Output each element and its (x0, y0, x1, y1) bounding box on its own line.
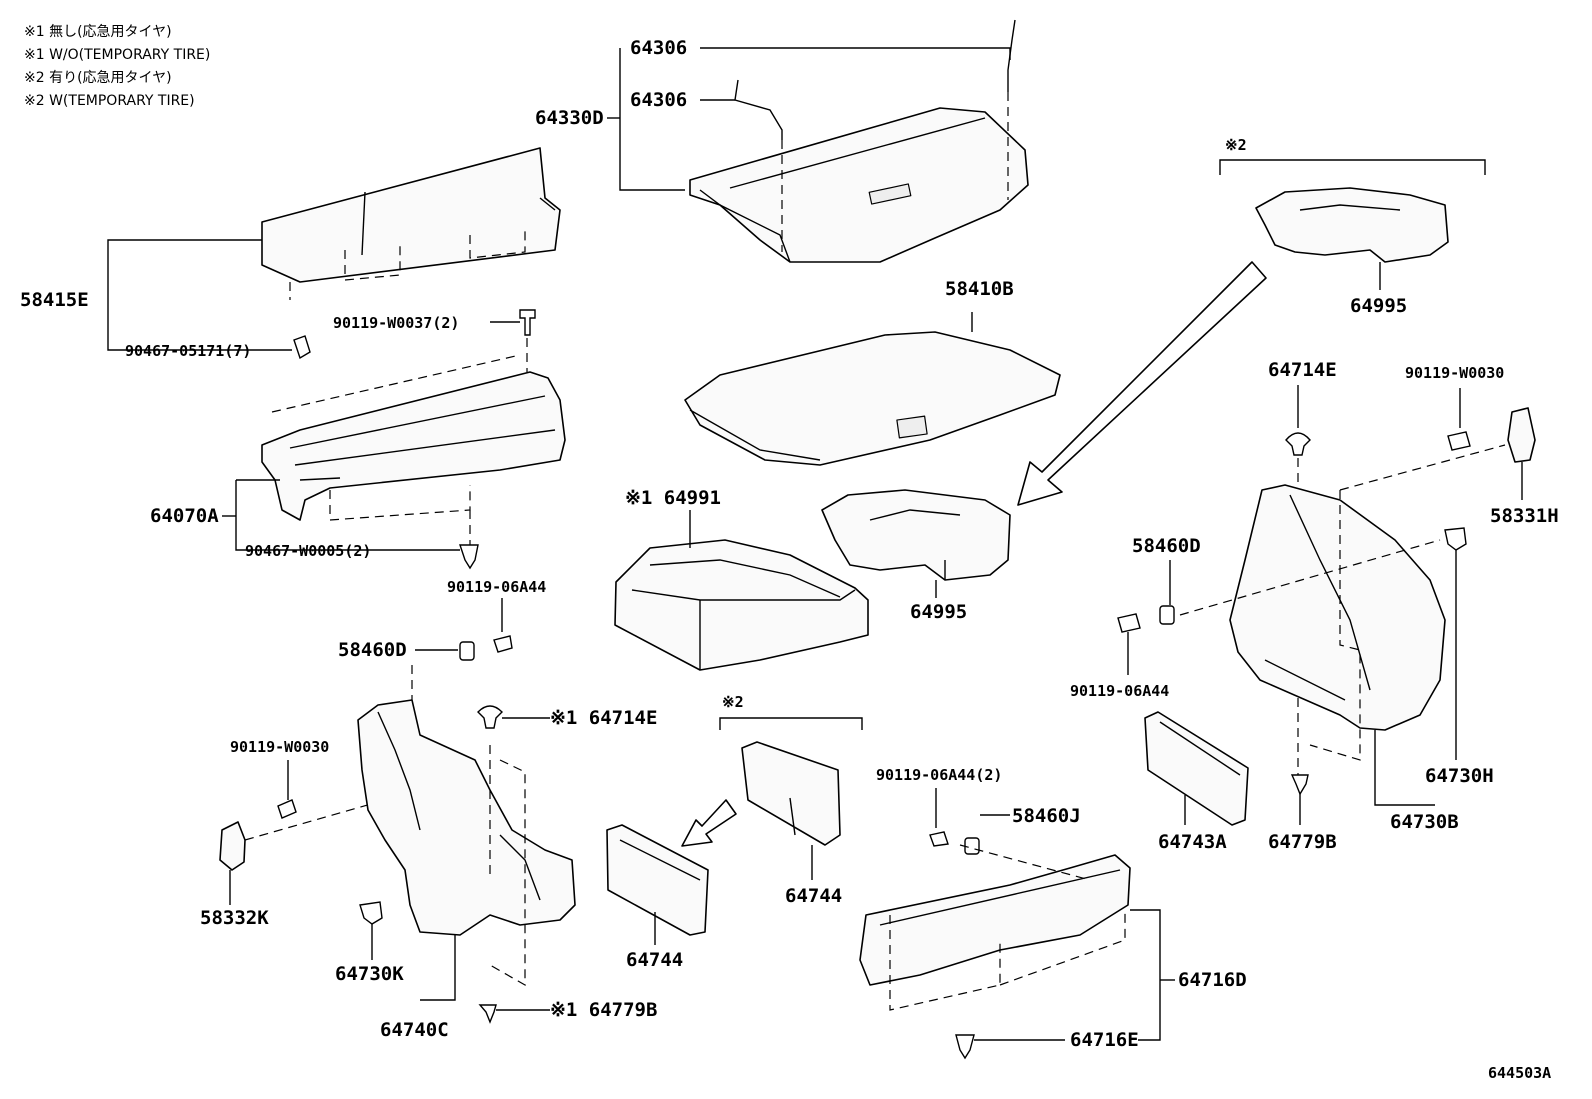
label-64716E[interactable]: 64716E (1070, 1029, 1139, 1051)
leader-64306-a (700, 47, 1011, 60)
label-58415E[interactable]: 58415E (20, 289, 89, 311)
label-64991[interactable]: ※1 64991 (625, 487, 721, 509)
dash-58331H (1339, 444, 1506, 491)
label-58331H[interactable]: 58331H (1490, 505, 1559, 527)
label-58460D-b[interactable]: 58460D (1132, 535, 1201, 557)
cover-64744-right[interactable] (741, 741, 841, 846)
leader-64330D (619, 48, 685, 191)
label-64070A[interactable]: 64070A (150, 505, 219, 527)
clip-64730H (1444, 527, 1467, 551)
label-58460J[interactable]: 58460J (1012, 805, 1081, 827)
label-90467-05171[interactable]: 90467-05171(7) (125, 342, 251, 360)
clip-64779B-b (1290, 774, 1309, 796)
label-64779B-b[interactable]: 64779B (1268, 831, 1337, 853)
leader-64716D (1130, 909, 1161, 1041)
label-90119-06A44-b[interactable]: 90119-06A44 (1070, 682, 1169, 700)
legend-notes: ※1 無し(応急用タイヤ) ※1 W/O(TEMPORARY TIRE) ※2 … (24, 24, 210, 109)
note-line-3: ※2 有り(応急用タイヤ) (24, 70, 172, 86)
clip-64716E (955, 1034, 975, 1060)
clip-64779B-a (478, 1004, 497, 1024)
cover-64743A[interactable] (1144, 711, 1249, 826)
leader-64070A (235, 480, 390, 551)
clip-90467-W0005 (459, 544, 479, 570)
label-64740C[interactable]: 64740C (380, 1019, 449, 1041)
label-90119-W0030-a[interactable]: 90119-W0030 (230, 738, 329, 756)
cover-64744-left[interactable] (606, 824, 709, 936)
label-64330D[interactable]: 64330D (535, 107, 604, 129)
label-64744-b[interactable]: 64744 (785, 885, 842, 907)
label-64743A[interactable]: 64743A (1158, 831, 1227, 853)
bracket-58331H[interactable] (1507, 407, 1536, 463)
label-64730B[interactable]: 64730B (1390, 811, 1459, 833)
clip-64714E-a (477, 705, 503, 729)
label-64744-a[interactable]: 64744 (626, 949, 683, 971)
leader-90467-05171 (107, 300, 292, 351)
flow-arrow-main (1017, 261, 1267, 506)
label-90119-06A44-a[interactable]: 90119-06A44 (447, 578, 546, 596)
bolt-90119-W0030-a (277, 799, 297, 819)
label-90119-W0030-b[interactable]: 90119-W0030 (1405, 364, 1504, 382)
bolt-90119-W0037 (519, 309, 536, 336)
luggage-rail-64070A[interactable] (261, 338, 566, 545)
label-64995-a[interactable]: 64995 (910, 601, 967, 623)
tonneau-cover-64330D[interactable] (689, 92, 1029, 263)
label-note2-b[interactable]: ※2 (722, 693, 744, 711)
scuff-plate-64716D[interactable] (859, 844, 1131, 1011)
trim-panel-58415E[interactable] (261, 147, 561, 300)
leader-64740C (420, 935, 456, 1001)
label-90119-06A44-2[interactable]: 90119-06A44(2) (876, 766, 1002, 784)
label-64730K[interactable]: 64730K (335, 963, 404, 985)
label-90119-W0037[interactable]: 90119-W0037(2) (333, 314, 459, 332)
label-64714E-a[interactable]: ※1 64714E (550, 707, 657, 729)
label-64730H[interactable]: 64730H (1425, 765, 1494, 787)
label-58460D-a[interactable]: 58460D (338, 639, 407, 661)
label-64716D[interactable]: 64716D (1178, 969, 1247, 991)
bracket-note2-b (719, 717, 863, 730)
clip-90467-05171 (293, 335, 311, 360)
note-line-2: ※1 W/O(TEMPORARY TIRE) (24, 47, 210, 63)
note-line-1: ※1 無し(応急用タイヤ) (24, 24, 172, 40)
leader-58415E (107, 239, 262, 300)
bracket-note2-a (1219, 159, 1486, 175)
clip-58460D-a (459, 641, 475, 661)
clip-58460D-b (1159, 605, 1175, 625)
label-64995-b[interactable]: 64995 (1350, 295, 1407, 317)
deck-board-58410B[interactable] (684, 331, 1061, 466)
clip-64730K (359, 901, 383, 925)
bolt-90119-06A44-2 (929, 831, 949, 847)
label-note2-a[interactable]: ※2 (1225, 136, 1247, 154)
storage-tray-64991[interactable] (614, 539, 869, 671)
note-line-4: ※2 W(TEMPORARY TIRE) (24, 93, 195, 109)
label-58410B[interactable]: 58410B (945, 278, 1014, 300)
bracket-58332K[interactable] (219, 821, 246, 871)
dash-58460D-b (1179, 539, 1441, 616)
label-64779B-a[interactable]: ※1 64779B (550, 999, 657, 1021)
foam-insert-64995-top[interactable] (1255, 187, 1449, 263)
clip-64714E-b (1285, 432, 1311, 456)
bolt-90119-06A44-a (493, 635, 513, 653)
label-90467-W0005[interactable]: 90467-W0005(2) (245, 542, 371, 560)
label-64306-a[interactable]: 64306 (630, 37, 687, 59)
trim-panel-64730B[interactable] (1229, 484, 1446, 761)
leader-64730B (1374, 730, 1435, 806)
bolt-90119-06A44-b (1117, 613, 1141, 633)
trim-panel-64740C[interactable] (357, 699, 576, 987)
label-64714E-b[interactable]: 64714E (1268, 359, 1337, 381)
foam-insert-64995-center[interactable] (821, 489, 1011, 581)
figure-id: 644503A (1488, 1064, 1551, 1082)
label-58332K[interactable]: 58332K (200, 907, 269, 929)
bolt-90119-W0030-b (1447, 431, 1471, 451)
clip-58460J (964, 837, 980, 855)
flow-arrow-64744 (681, 799, 737, 847)
label-64306-b[interactable]: 64306 (630, 89, 687, 111)
